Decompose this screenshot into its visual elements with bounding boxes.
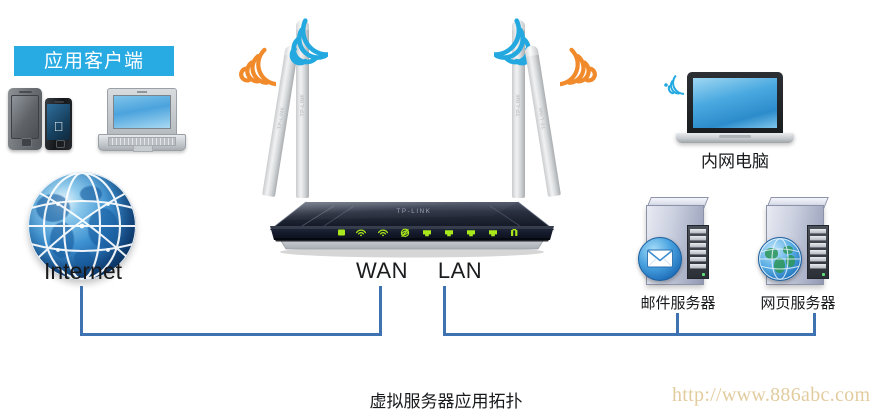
laptop-screen	[693, 78, 777, 128]
inner-laptop-label: 内网电脑	[701, 152, 769, 172]
phone-speaker	[19, 91, 32, 93]
server-drive-panel	[807, 225, 829, 279]
laptop-lid	[107, 88, 177, 135]
connector-lan-vertical	[443, 286, 446, 336]
laptop-screen	[113, 95, 171, 129]
wifi-arc-orange-left	[230, 36, 278, 103]
connector-internet-wan-horizontal	[80, 333, 382, 336]
internet-label: Internet	[44, 258, 122, 284]
connector-web-server-vertical	[813, 313, 816, 336]
mail-server-label: 邮件服务器	[640, 294, 716, 312]
phone-screen: 	[47, 104, 70, 140]
laptop-trackpad-notch	[719, 135, 751, 138]
server-drive-panel	[687, 225, 709, 279]
phone-home-button	[21, 138, 32, 147]
globe-icon	[758, 237, 802, 281]
globe-grid-lines	[28, 172, 136, 280]
mail-server-icon	[638, 195, 714, 287]
router-icon: TP-LINK	[262, 196, 562, 258]
globe-icon	[28, 172, 136, 280]
laptop-camera	[137, 90, 147, 93]
apple-logo-icon: 	[53, 120, 65, 134]
router-led-row	[338, 228, 518, 237]
wifi-arc-blue-right	[484, 2, 550, 77]
phone-home-button	[55, 140, 65, 148]
laptop-touchpad	[133, 145, 153, 152]
laptop-lid	[687, 72, 783, 134]
wan-port-label: WAN	[355, 258, 408, 283]
watermark-url: http://www.886abc.com	[672, 384, 871, 406]
client-laptop-icon	[98, 88, 186, 154]
wifi-arc-orange-right	[558, 36, 606, 103]
laptop-base	[676, 133, 794, 143]
lan-port-label: LAN	[437, 258, 483, 283]
web-server-icon	[758, 195, 834, 287]
diagram-caption: 虚拟服务器应用拓扑	[369, 392, 523, 412]
server-status-led	[822, 273, 825, 276]
wifi-arc-blue-left	[272, 2, 338, 77]
router-brand-logo: TP-LINK	[397, 208, 432, 215]
connector-wan-vertical	[379, 286, 382, 336]
iphone-icon: 	[45, 98, 72, 150]
phone-screen	[11, 95, 39, 139]
phone-speaker	[53, 100, 64, 103]
connector-mail-server-vertical	[676, 313, 679, 336]
envelope-icon	[638, 237, 682, 281]
connector-internet-vertical	[80, 286, 83, 336]
server-status-led	[702, 273, 705, 276]
web-server-label: 网页服务器	[760, 294, 836, 312]
wifi-signal-icon	[660, 72, 686, 103]
android-phone-icon	[8, 88, 42, 150]
laptop-base	[98, 134, 186, 152]
laptop-icon	[676, 72, 794, 148]
client-group-banner: 应用客户端	[14, 46, 174, 76]
connector-lan-servers-horizontal	[443, 333, 816, 336]
